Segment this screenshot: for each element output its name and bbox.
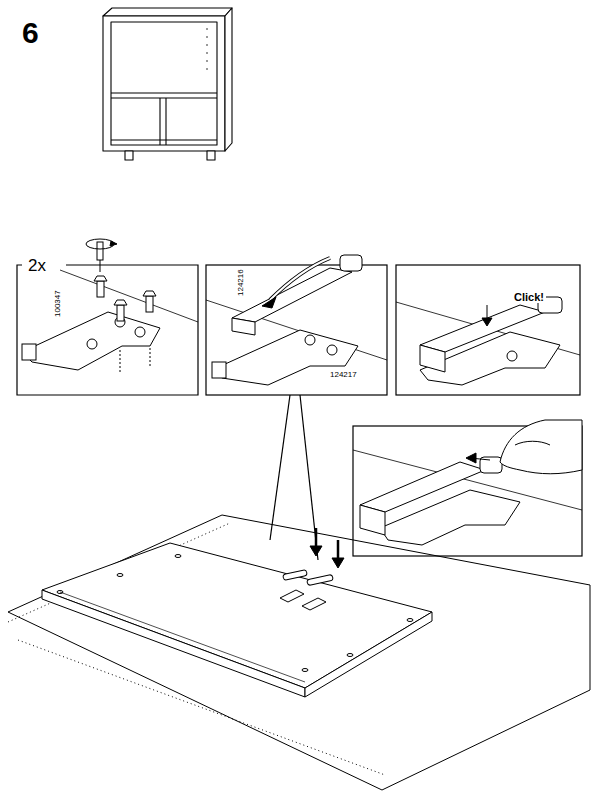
rug-and-board bbox=[8, 515, 590, 790]
step-number: 6 bbox=[22, 18, 39, 48]
cabinet-figure bbox=[103, 8, 232, 160]
panel-two-figure bbox=[206, 255, 387, 385]
click-note: Click! bbox=[512, 292, 546, 303]
quantity-label: 2x bbox=[26, 257, 48, 274]
part-number: 124216 bbox=[237, 269, 245, 296]
detail-panels bbox=[17, 265, 582, 560]
part-number: 124217 bbox=[330, 371, 357, 379]
panel-one-figure bbox=[22, 239, 198, 372]
part-number: 100347 bbox=[54, 290, 62, 317]
panel-four-figure bbox=[353, 420, 582, 545]
panel-three-figure bbox=[396, 297, 580, 385]
